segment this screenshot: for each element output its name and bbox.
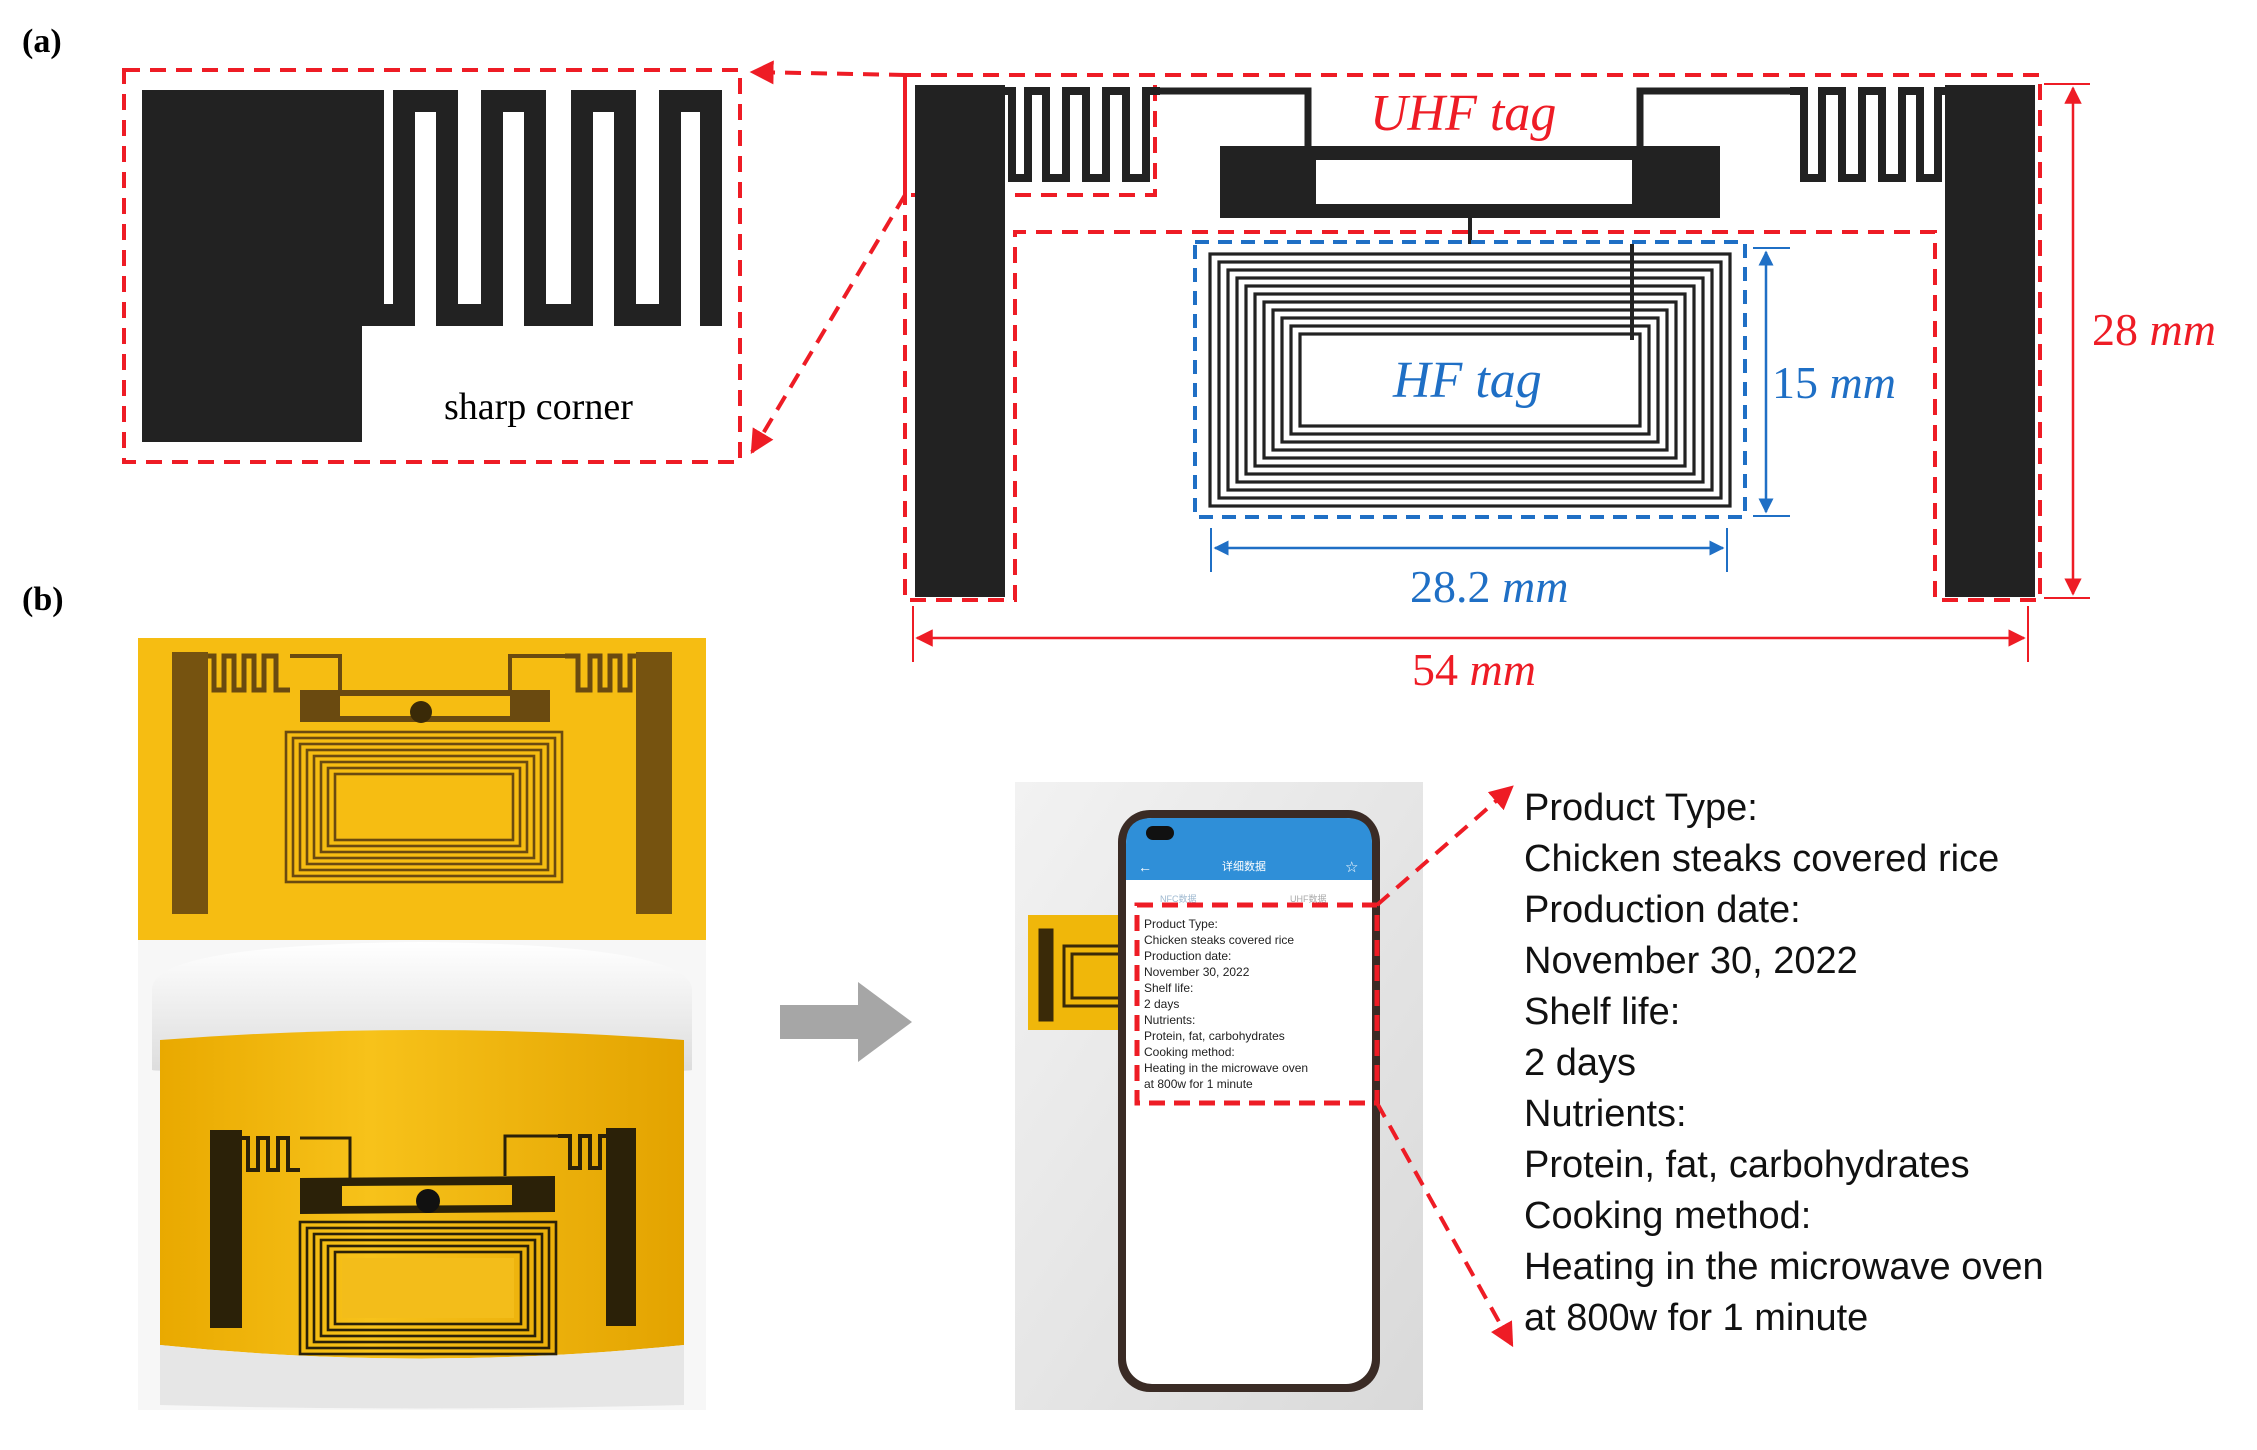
tab-nfc[interactable]: NFC数据 (1160, 893, 1197, 904)
phone-line: Cooking method: (1144, 1045, 1235, 1059)
hf-coil (1208, 252, 1732, 508)
phone-line: Heating in the microwave oven (1144, 1061, 1308, 1075)
phone-line: Chicken steaks covered rice (1144, 933, 1294, 947)
side-tag-arm (1038, 928, 1054, 1022)
flat-tag-chip (410, 701, 432, 723)
cup-bottom (160, 1345, 684, 1409)
tab-uhf[interactable]: UHF数据 (1290, 893, 1327, 904)
cup-tag-coil (298, 1220, 558, 1356)
callout-line: Production date: (1524, 889, 1801, 931)
phone-line: Nutrients: (1144, 1013, 1195, 1027)
zoom-inset: sharp corner (122, 68, 742, 464)
phone-line: Product Type: (1144, 917, 1218, 931)
zoom-source-box (903, 73, 1157, 197)
flat-tag-right-feed (508, 654, 565, 690)
phone-data-lines: Product Type: Chicken steaks covered ric… (1144, 917, 1308, 1091)
front-camera (1146, 826, 1174, 840)
flat-tag-left-meander (208, 653, 290, 693)
phone-line: at 800w for 1 minute (1144, 1077, 1253, 1091)
right-arrow-icon (780, 982, 912, 1062)
uhf-right-arm (1945, 85, 2035, 597)
callout-line: Protein, fat, carbohydrates (1524, 1144, 1970, 1186)
cup-tag-left-feed (300, 1136, 352, 1178)
callout-line: Product Type: (1524, 787, 1758, 829)
callout-line: 2 days (1524, 1042, 1636, 1084)
zoom-solid-pad (142, 90, 362, 442)
uhf-left-meander (1005, 87, 1160, 182)
zoom-link-arrow-top (749, 60, 906, 85)
cup-tag-chip-loop (300, 1176, 555, 1214)
callout-arrow-bottom (1375, 1102, 1514, 1348)
cup-tag-right-feed (503, 1134, 558, 1176)
callout-text: Product Type: Chicken steaks covered ric… (1524, 787, 2044, 1339)
phone-line: Protein, fat, carbohydrates (1144, 1029, 1285, 1043)
uhf-region-outline (903, 73, 2042, 602)
cup-tag-chip (416, 1189, 440, 1213)
callout-line: Shelf life: (1524, 991, 1680, 1033)
zoom-link-arrow-bottom (750, 193, 907, 455)
flat-tag-chip-loop (300, 690, 550, 722)
uhf-left-feed (1160, 87, 1312, 150)
zoom-meander-trace (362, 90, 722, 326)
callout-line: Heating in the microwave oven (1524, 1246, 2044, 1288)
phone-highlight-box (1134, 902, 1380, 1106)
callout-arrow-top (1375, 785, 1514, 907)
callout-line: Cooking method: (1524, 1195, 1811, 1237)
back-arrow-icon[interactable]: ← (1138, 859, 1152, 875)
cup-tag-left-arm (210, 1130, 242, 1328)
panel-label-a: (a) (22, 23, 62, 60)
phone-line: Shelf life: (1144, 981, 1193, 995)
app-header (1126, 818, 1372, 880)
phone-photo: ← 详细数据 ☆ NFC数据 UHF数据 Product Type: Chick… (1015, 782, 1423, 1410)
uhf-right-meander (1790, 87, 1945, 182)
uhf-chip-loop (1220, 146, 1720, 218)
cup-tag-right-meander (558, 1134, 606, 1170)
phone-line: November 30, 2022 (1144, 965, 1250, 979)
phone-line: 2 days (1144, 997, 1179, 1011)
flat-tag-left-arm (172, 652, 208, 914)
photo-flat-tag (138, 638, 706, 940)
flat-tag-left-feed (290, 654, 342, 690)
cup-tag-right-arm (606, 1128, 636, 1326)
dim-total-width-text: 54 mm (1412, 644, 1536, 695)
flat-tag-coil-center (342, 780, 506, 834)
callout-line: at 800w for 1 minute (1524, 1297, 1868, 1339)
dim-total-height-text: 28 mm (2092, 304, 2216, 355)
antenna-layout: UHF tag HF tag 15 mm 28.2 mm (903, 73, 2216, 695)
star-icon[interactable]: ☆ (1345, 859, 1358, 876)
uhf-right-feed (1636, 87, 1790, 150)
dim-hf-width-text: 28.2 mm (1410, 561, 1568, 612)
cup-tag-left-meander (242, 1136, 300, 1172)
hf-label-bg (1312, 344, 1628, 420)
callout-line: Chicken steaks covered rice (1524, 838, 1999, 880)
photo-cup-tag (138, 940, 706, 1410)
callout-line: Nutrients: (1524, 1093, 1687, 1135)
cup-tag-coil-center (342, 1258, 514, 1318)
panel-label-b: (b) (22, 581, 64, 618)
zoom-annotation: sharp corner (444, 386, 633, 428)
flat-tag-right-arm (636, 652, 672, 914)
uhf-tag-label: UHF tag (1370, 85, 1556, 142)
flat-tag-right-meander (565, 653, 636, 693)
hf-tag-label: HF tag (1392, 352, 1542, 409)
dim-hf-height-text: 15 mm (1772, 357, 1896, 408)
zoom-inset-border (122, 68, 742, 464)
callout-line: November 30, 2022 (1524, 940, 1858, 982)
phone-line: Production date: (1144, 949, 1231, 963)
flat-tag-coil (284, 730, 564, 884)
uhf-left-arm (915, 85, 1005, 597)
app-title: 详细数据 (1222, 859, 1266, 873)
